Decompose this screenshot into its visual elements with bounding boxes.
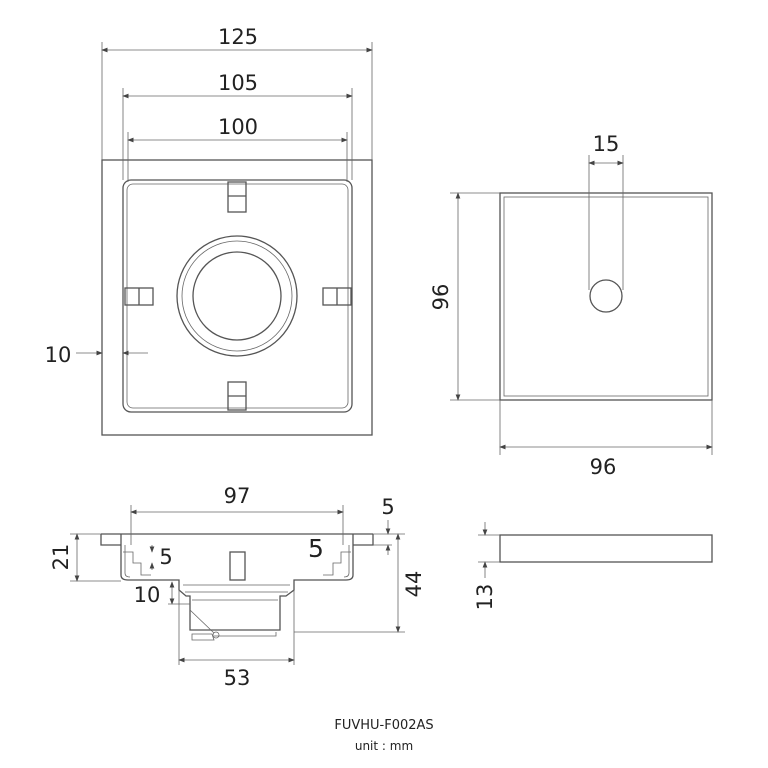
- top-view: 125 105 100 10: [45, 25, 373, 436]
- dim-step-left: 5: [159, 545, 172, 569]
- dim-drop: 10: [134, 583, 161, 607]
- drain-ring: [176, 235, 298, 357]
- dim-opening: 100: [218, 115, 258, 139]
- dim-section-width: 97: [224, 484, 251, 508]
- dim-flange-top: 5: [381, 495, 394, 519]
- dim-thickness: 13: [473, 584, 497, 611]
- drain-hole: [192, 251, 282, 341]
- mounting-tabs: [124, 181, 352, 411]
- dim-total-height: 44: [402, 571, 426, 598]
- cover-side: [499, 534, 713, 563]
- section-view: 97 5 21 5 5 10 44 53: [49, 484, 426, 690]
- dim-height-left: 21: [49, 544, 73, 571]
- cover-view: 15 96 96: [429, 132, 713, 479]
- dim-outer: 125: [218, 25, 258, 49]
- dim-cover-height: 96: [429, 284, 453, 311]
- outer-frame: [101, 159, 373, 436]
- inner-frame: [122, 179, 353, 413]
- dim-cover-width: 96: [590, 455, 617, 479]
- unit-label: unit : mm: [354, 739, 414, 753]
- cover-side-view: 13: [473, 522, 713, 611]
- model-number: FUVHU-F002AS: [334, 718, 434, 733]
- dim-hole: 15: [593, 132, 620, 156]
- dim-drain-width: 53: [224, 666, 251, 690]
- section-tab: [229, 551, 246, 581]
- dim-step-right: 5: [308, 534, 324, 563]
- dim-margin: 10: [45, 343, 72, 367]
- cover-plate: [499, 192, 713, 401]
- dim-inner-frame: 105: [218, 71, 258, 95]
- cover-hole: [589, 279, 623, 313]
- body-outline: [100, 533, 374, 631]
